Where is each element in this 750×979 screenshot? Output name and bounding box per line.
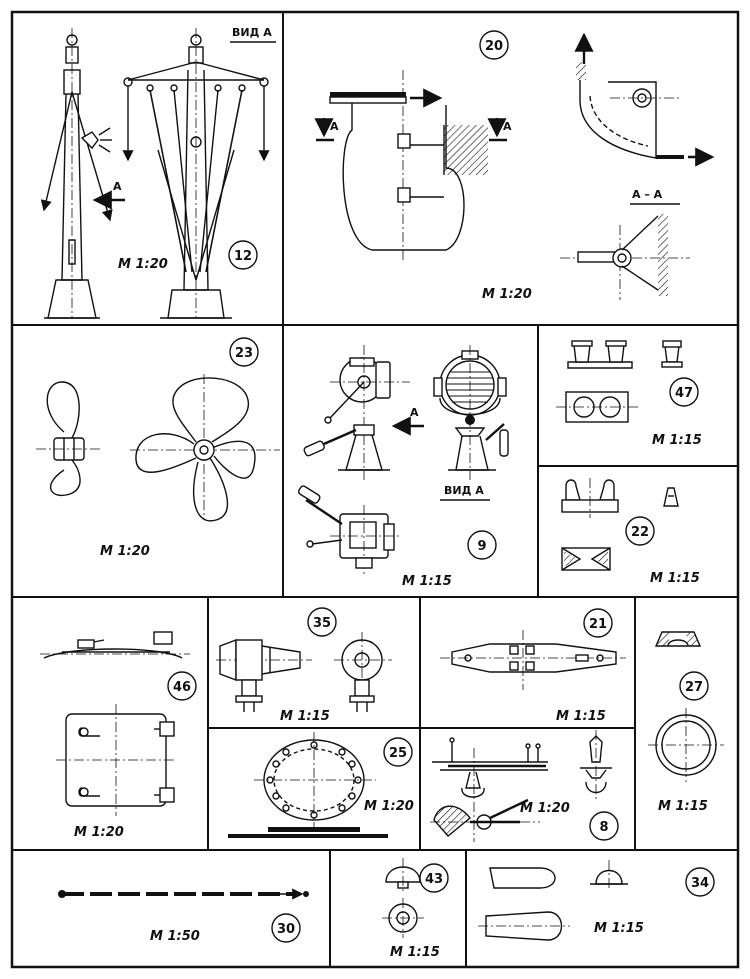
panel-12-scale: М 1:20 (118, 257, 168, 272)
panel-25-scale: М 1:20 (364, 799, 414, 814)
panel-43-scale: М 1:15 (390, 945, 440, 960)
mast-front-view (122, 28, 270, 319)
panel-12-mast: А ВИД А М 1:20 12 (40, 26, 276, 319)
panel-43-number: 43 (425, 872, 443, 887)
panel-20-scale: М 1:20 (482, 287, 532, 302)
panel-grid (10, 10, 740, 969)
panel-46-number: 46 (173, 680, 191, 695)
panel-21-scale: М 1:15 (556, 709, 606, 724)
panel-47-scale: М 1:15 (652, 433, 702, 448)
panel-43-knob: 43 М 1:15 (382, 858, 449, 960)
panel-8-steering: 8 М 1:20 (430, 730, 619, 842)
panel-22-fairleads: 22 М 1:15 (561, 478, 700, 586)
bracket-elevation: А А (314, 70, 512, 262)
panel-12-number: 12 (234, 249, 252, 264)
panel-20-bracket: 20 А А (314, 30, 715, 302)
panel-22-scale: М 1:15 (650, 571, 700, 586)
panel-35-number: 35 (313, 616, 331, 631)
panel-20-number: 20 (485, 39, 503, 54)
panel-8-number: 8 (599, 820, 608, 835)
panel-35-scale: М 1:15 (280, 709, 330, 724)
panel-27-ring: 27 М 1:15 (648, 631, 724, 814)
panel-30-rod: М 1:50 30 (58, 888, 309, 944)
panel-34-number: 34 (691, 876, 709, 891)
mast-side-view: А (40, 28, 125, 319)
panel-47-number: 47 (675, 386, 693, 401)
panel-30-scale: М 1:50 (150, 929, 200, 944)
panel-23-propeller: 23 М 1:20 (36, 337, 280, 559)
bracket-section: А – А (560, 32, 715, 300)
panel-22-number: 22 (631, 525, 649, 540)
panel-9-searchlight: А ВИД А (297, 345, 509, 589)
panel-46-scale: М 1:20 (74, 825, 124, 840)
panel-46-hatch: 46 М 1:20 (40, 631, 197, 840)
searchlight-side: А (303, 345, 424, 480)
panel-9-arrow-label: А (410, 406, 419, 419)
steering-post (580, 730, 612, 802)
panel-21-number: 21 (589, 617, 607, 632)
searchlight-front (433, 345, 509, 480)
panel-9-number: 9 (477, 539, 486, 554)
panel-9-scale: М 1:15 (402, 574, 452, 589)
panel-47-bollards: 47 М 1:15 (556, 340, 702, 448)
panel-23-number: 23 (235, 346, 253, 361)
panel-27-number: 27 (685, 680, 703, 695)
panel-12-view-label: ВИД А (232, 26, 272, 39)
panel-20-section-right: А (503, 120, 512, 133)
panel-35-drum: 35 М 1:15 (216, 607, 392, 724)
panel-23-scale: М 1:20 (100, 544, 150, 559)
panel-25-number: 25 (389, 746, 407, 761)
propeller-side (36, 381, 102, 496)
panel-21-cleat: 21 М 1:15 (440, 608, 626, 724)
panel-20-section-left: А (330, 120, 339, 133)
panel-34-scale: М 1:15 (594, 921, 644, 936)
searchlight-top (297, 485, 400, 575)
panel-25-porthole: 25 М 1:20 (228, 732, 414, 838)
panel-12-arrow-label: А (113, 180, 122, 193)
panel-34-fittings: 34 М 1:15 (478, 860, 715, 941)
propeller-front (130, 374, 280, 522)
panel-27-scale: М 1:15 (658, 799, 708, 814)
panel-8-scale: М 1:20 (520, 801, 570, 816)
panel-20-section-title: А – А (632, 188, 663, 201)
panel-30-number: 30 (277, 922, 295, 937)
panel-9-view-label: ВИД А (444, 484, 484, 497)
